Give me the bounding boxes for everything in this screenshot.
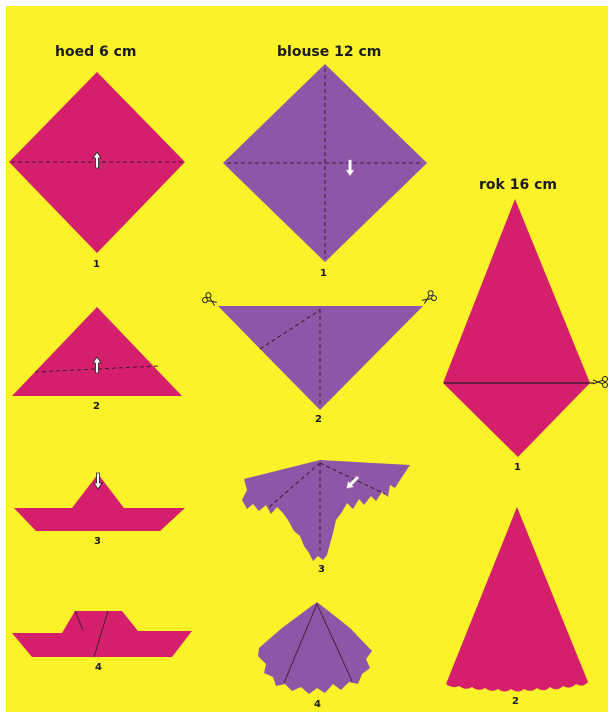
blouse-step-2-number: 2 bbox=[315, 414, 322, 425]
hat-step-4-number: 4 bbox=[95, 662, 102, 673]
hat-step-1-number: 1 bbox=[93, 259, 100, 270]
blouse-step-1-number: 1 bbox=[320, 268, 327, 279]
skirt-heading: rok 16 cm bbox=[479, 177, 557, 193]
hat-step-2-number: 2 bbox=[93, 401, 100, 412]
blouse-step-3-number: 3 bbox=[318, 564, 325, 575]
hat-heading: hoed 6 cm bbox=[55, 44, 136, 60]
skirt-step-2-number: 2 bbox=[512, 696, 519, 707]
hat-step-3-number: 3 bbox=[94, 536, 101, 547]
skirt-step-1-number: 1 bbox=[514, 462, 521, 473]
blouse-step-4-number: 4 bbox=[314, 699, 321, 710]
blouse-heading: blouse 12 cm bbox=[277, 44, 381, 60]
